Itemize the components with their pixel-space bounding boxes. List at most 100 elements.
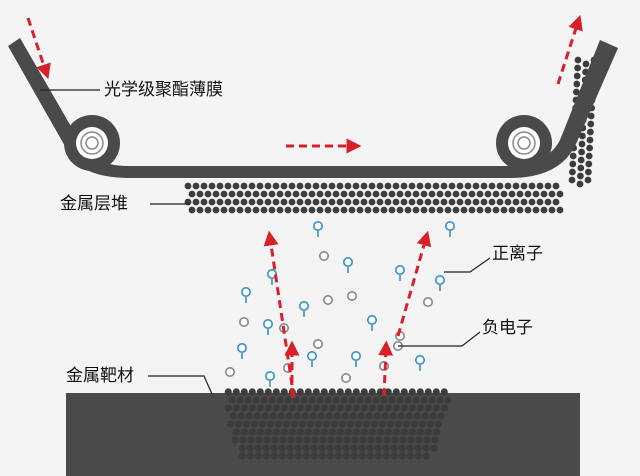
target-particle (300, 396, 308, 404)
target-particle (340, 396, 348, 404)
metal-particle (348, 190, 356, 198)
metal-particle (464, 182, 472, 190)
target-particle (416, 388, 424, 396)
metal-particle (268, 190, 276, 198)
metal-particle (408, 198, 416, 206)
metal-particle (578, 140, 586, 148)
metal-particle (216, 198, 224, 206)
target-particle (330, 420, 339, 428)
metal-particle (532, 190, 540, 198)
target-particle (239, 436, 247, 444)
target-particle (280, 428, 289, 436)
metal-particle (248, 182, 256, 190)
sputter-arrow-3 (378, 340, 394, 397)
metal-particle (292, 206, 300, 214)
target-particle (237, 412, 245, 420)
metal-particle (585, 160, 593, 168)
positive-ion-icon (366, 314, 377, 331)
target-particle (276, 396, 284, 404)
metal-particle (492, 206, 500, 214)
target-particle (264, 388, 272, 396)
positive-ion-icon (237, 342, 248, 359)
metal-particle (460, 190, 468, 198)
metal-particle (424, 182, 432, 190)
metal-particle (585, 168, 592, 176)
metal-particle (416, 182, 424, 190)
metal-particle (356, 206, 364, 214)
metal-particle (220, 190, 228, 198)
target-particle (368, 404, 376, 412)
ion-leader-line (444, 257, 491, 273)
positive-ion-icon (342, 256, 353, 273)
metal-particle (256, 198, 264, 206)
metal-particle (400, 182, 408, 190)
target-particle (224, 404, 232, 412)
target-particle (368, 388, 376, 396)
metal-particle (300, 190, 308, 198)
target-particle (368, 428, 377, 436)
metal-particle (384, 182, 392, 190)
metal-particle (236, 206, 244, 214)
target-particle (391, 436, 399, 444)
metal-particle (252, 206, 260, 214)
target-particle (253, 412, 261, 420)
metal-particle (268, 206, 276, 214)
metal-particle (573, 80, 581, 88)
target-particle (309, 412, 317, 420)
metal-particle (532, 206, 540, 214)
metal-particle (384, 198, 392, 206)
electron-icon (422, 296, 433, 307)
target-particle (240, 428, 249, 436)
target-particle (398, 444, 406, 452)
metal-particle (512, 198, 520, 206)
target-particle (261, 412, 269, 420)
target-particle (352, 404, 360, 412)
target-particle (232, 428, 241, 436)
target-particle (326, 452, 334, 460)
metal-particle (296, 198, 304, 206)
metal-particle (488, 198, 496, 206)
target-particle (270, 452, 278, 460)
target-particle (416, 428, 425, 436)
left-roller (64, 115, 120, 171)
metal-particle (280, 198, 288, 206)
metal-particle (204, 206, 212, 214)
metal-stack-particles (184, 56, 598, 214)
metal-particle (204, 190, 212, 198)
film-label: 光学级聚酯薄膜 (104, 80, 223, 100)
target-particle (248, 388, 256, 396)
metal-particle (208, 182, 216, 190)
target-particle (229, 412, 237, 420)
metal-particle (524, 190, 532, 198)
target-particle (290, 420, 299, 428)
target-particle (432, 388, 440, 396)
target-particle (286, 452, 294, 460)
metal-particle (328, 182, 336, 190)
target-particle (247, 436, 255, 444)
target-particle (319, 436, 327, 444)
metal-particle (520, 182, 528, 190)
target-particle (392, 404, 400, 412)
target-particle (356, 396, 364, 404)
metal-particle (192, 182, 200, 190)
target-particle (421, 412, 429, 420)
target-particle (288, 404, 296, 412)
metal-particle (508, 206, 516, 214)
target-particle (302, 444, 310, 452)
metal-particle (460, 206, 468, 214)
target-particle (366, 444, 374, 452)
metal-particle (272, 198, 280, 206)
metal-particle (200, 198, 208, 206)
metal-particle (576, 180, 584, 188)
target-particle (312, 388, 320, 396)
target-particle (262, 444, 270, 452)
metal-particle (484, 190, 492, 198)
target-particle (228, 396, 236, 404)
metal-particle (364, 206, 372, 214)
metal-particle (504, 182, 512, 190)
target-particle (254, 452, 262, 460)
metal-particle (184, 182, 192, 190)
target-particle (359, 436, 367, 444)
target-particle (407, 436, 415, 444)
target-particle (400, 428, 409, 436)
